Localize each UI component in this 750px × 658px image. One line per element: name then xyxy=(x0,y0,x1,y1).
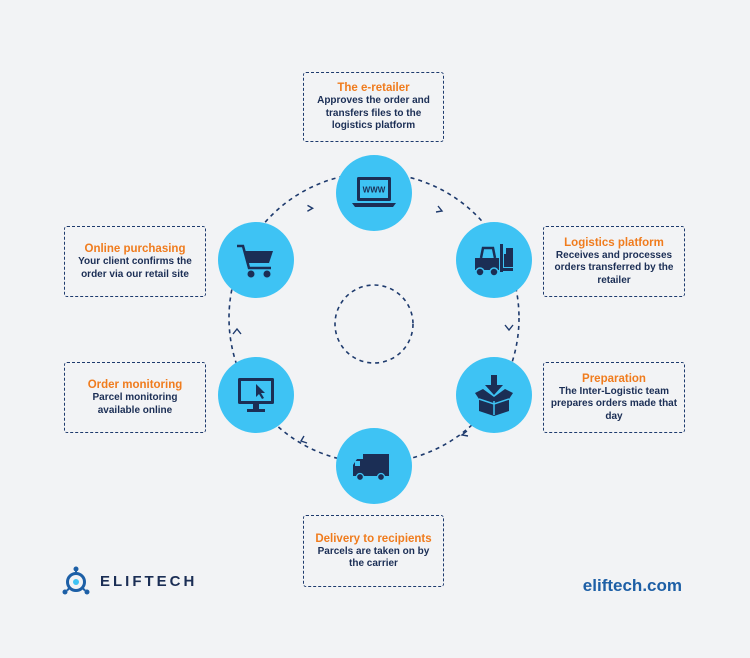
brand-name: ELIFTECH xyxy=(100,572,198,590)
step-circle-purchasing xyxy=(218,222,294,298)
step-circle-monitoring xyxy=(218,357,294,433)
step-title: Delivery to recipients xyxy=(315,532,432,545)
brand-logo[interactable]: ELIFTECH xyxy=(62,566,197,596)
website-link[interactable]: eliftech.com xyxy=(582,576,682,595)
step-description: Approves the order and transfers files t… xyxy=(317,95,430,132)
step-circle-preparation xyxy=(456,357,532,433)
step-box-purchasing: Online purchasing Your client confirms t… xyxy=(64,226,206,297)
box-download-icon xyxy=(475,375,513,416)
step-circle-delivery xyxy=(336,428,412,504)
step-box-monitoring: Order monitoring Parcel monitoring avail… xyxy=(64,362,206,433)
step-description: Parcel monitoring available online xyxy=(92,392,178,416)
eliftech-logo-icon xyxy=(62,566,90,595)
forklift-icon xyxy=(475,244,513,277)
step-title: Preparation xyxy=(582,372,646,385)
delivery-truck-icon xyxy=(353,454,389,482)
step-box-delivery: Delivery to recipients Parcels are taken… xyxy=(303,515,444,587)
step-circle-logistics xyxy=(456,222,532,298)
shopping-cart-icon xyxy=(237,244,273,278)
step-box-preparation: Preparation The Inter-Logistic team prep… xyxy=(543,362,685,433)
center-dashed-circle xyxy=(334,284,414,364)
step-title: Logistics platform xyxy=(564,236,664,249)
step-description: Your client confirms the order via our r… xyxy=(78,256,192,280)
step-description: The Inter-Logistic team prepares orders … xyxy=(550,385,678,422)
step-title: Online purchasing xyxy=(84,243,186,255)
step-title: Order monitoring xyxy=(87,379,183,391)
step-title: The e-retailer xyxy=(337,82,410,95)
laptop-www-icon: WWW xyxy=(352,177,396,207)
step-description: Receives and processes orders transferre… xyxy=(554,249,674,286)
monitor-cursor-icon xyxy=(238,378,274,412)
step-description: Parcels are taken on by the carrier xyxy=(317,545,430,570)
step-box-logistics: Logistics platform Receives and processe… xyxy=(543,226,685,297)
svg-text:WWW: WWW xyxy=(363,186,386,195)
step-circle-eretailer: WWW xyxy=(336,155,412,231)
step-box-eretailer: The e-retailer Approves the order and tr… xyxy=(303,72,444,142)
